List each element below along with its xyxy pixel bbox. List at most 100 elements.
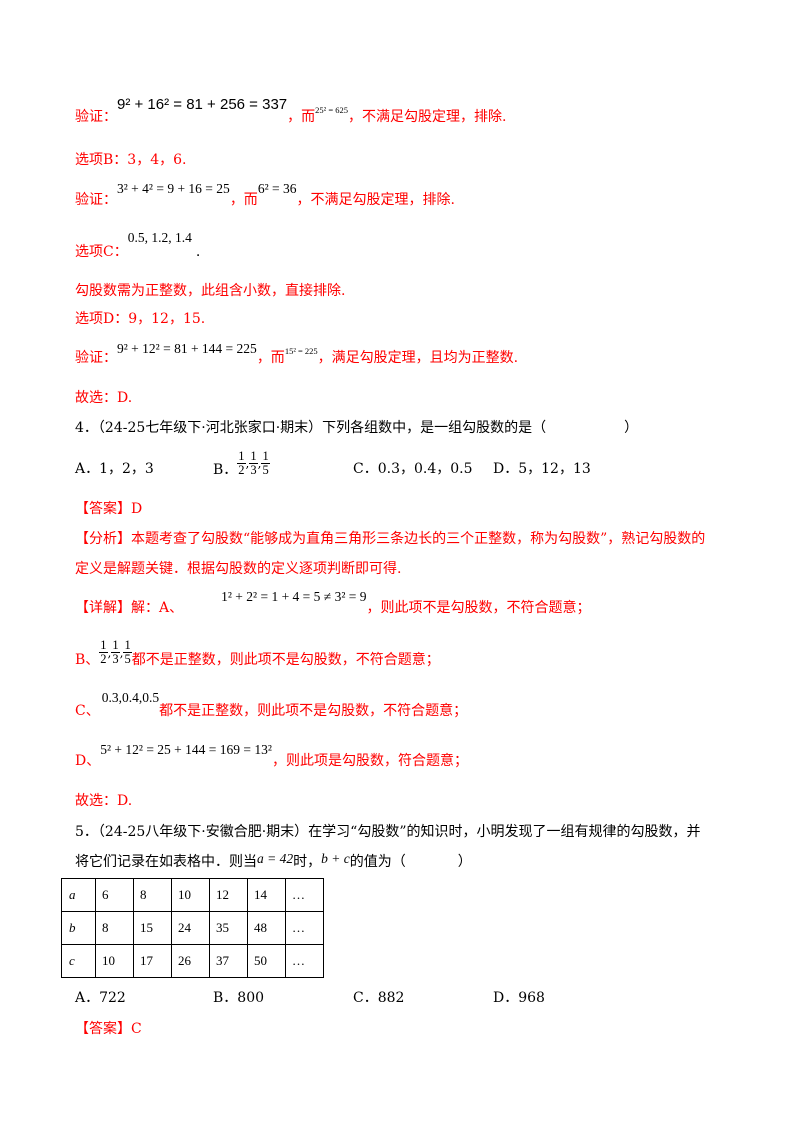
- verify-label: 验证：: [75, 192, 117, 208]
- math-bc: b + c: [321, 851, 350, 866]
- table-cell: 50: [247, 944, 286, 978]
- equation: 1² + 2² = 1 + 4 = 5 ≠ 3² = 9: [221, 589, 367, 604]
- table-cell: 26: [171, 944, 210, 978]
- choose-line: 故选：D.: [75, 793, 133, 809]
- option-b[interactable]: B．800: [213, 990, 265, 1006]
- table-cell: 17: [133, 944, 172, 978]
- option-c-line: 选项C：0.5, 1.2, 1.4.: [75, 230, 201, 261]
- connector: ，而: [229, 192, 258, 208]
- table-cell: 15: [133, 911, 172, 945]
- detail-text: ，则此项是勾股数，符合题意；: [271, 753, 468, 769]
- detail-d-line: D、5² + 12² = 25 + 144 = 169 = 13²，则此项是勾股…: [75, 742, 468, 770]
- conclusion-text: ，不满足勾股定理，排除.: [296, 192, 455, 208]
- choose-line: 故选：D.: [75, 390, 133, 406]
- stem-text: 4．（24-25七年级下·河北张家口·期末）下列各组数中，是一组勾股数的是（: [75, 420, 547, 436]
- math-a: a = 42: [257, 851, 294, 866]
- verify-line-2: 验证：3² + 4² = 9 + 16 = 25，而6² = 36，不满足勾股定…: [75, 181, 455, 209]
- stem-close: ）: [624, 420, 639, 436]
- question-5-stem-1: 5．（24-25八年级下·安徽合肥·期末）在学习“勾股数”的知识时，小明发现了一…: [75, 824, 701, 840]
- table-cell: 24: [171, 911, 210, 945]
- verify-line-1: 验证：9² + 16² = 81 + 256 = 337，而25² = 625，…: [75, 96, 507, 126]
- detail-c-line: C、0.3,0.4,0.5都不是正整数，则此项不是勾股数，不符合题意；: [75, 690, 468, 720]
- stem-text: 将它们记录在如表格中．则当: [75, 854, 257, 870]
- stem-text: 的值为（: [349, 854, 406, 870]
- equation: 5² + 12² = 25 + 144 = 169 = 13²: [100, 742, 272, 757]
- option-a[interactable]: A．722: [75, 990, 126, 1006]
- verify-line-3: 验证：9² + 12² = 81 + 144 = 225，而15² = 225，…: [75, 341, 519, 367]
- equation: 9² + 16² = 81 + 256 = 337: [117, 96, 288, 113]
- detail-text: ，则此项不是勾股数，不符合题意；: [366, 600, 591, 616]
- stem-text: 时，: [293, 854, 322, 870]
- option-values: 0.5, 1.2, 1.4: [127, 230, 192, 245]
- pythagorean-table: a 6 8 10 12 14 … b 8 15 24 35 48 … c 10 …: [61, 878, 324, 978]
- option-a[interactable]: A．1，2，3: [75, 461, 154, 477]
- table-cell: 35: [209, 911, 248, 945]
- decimals: 0.3,0.4,0.5: [101, 690, 160, 705]
- table-cell: …: [285, 878, 324, 912]
- connector: ，而: [256, 350, 285, 366]
- analysis-line-1: 【分析】本题考查了勾股数“能够成为直角三角形三条边长的三个正整数，称为勾股数”，…: [75, 531, 706, 547]
- table-cell: 14: [247, 878, 286, 912]
- small-equation: 25² = 625: [315, 105, 348, 115]
- table-cell: …: [285, 944, 324, 978]
- option-d[interactable]: D．5，12，13: [493, 461, 591, 477]
- option-c[interactable]: C．0.3，0.4，0.5: [353, 461, 473, 477]
- table-cell: 10: [95, 944, 134, 978]
- option-b-line: 选项B：3，4，6.: [75, 152, 187, 168]
- equation-2: 6² = 36: [257, 181, 297, 196]
- option-d-line: 选项D：9，12，15.: [75, 311, 206, 327]
- option-c[interactable]: C．882: [353, 990, 405, 1006]
- option-d[interactable]: D．968: [493, 990, 545, 1006]
- note-line: 勾股数需为正整数，此组含小数，直接排除.: [75, 283, 346, 299]
- table-cell: 8: [95, 911, 134, 945]
- connector: ，而: [287, 109, 316, 125]
- detail-a-line: 【详解】解：A、 1² + 2² = 1 + 4 = 5 ≠ 3² = 9，则此项…: [75, 589, 591, 617]
- question-5-stem-2: 将它们记录在如表格中．则当a = 42时，b + c的值为（ ）: [75, 851, 472, 871]
- verify-label: 验证：: [75, 350, 117, 366]
- table-row: a 6 8 10 12 14 …: [61, 878, 324, 912]
- answer-line: 【答案】C: [75, 1021, 142, 1037]
- row-header: c: [61, 944, 96, 978]
- row-header: a: [61, 878, 96, 912]
- detail-label: 【详解】解：A、: [75, 600, 184, 616]
- small-equation: 15² = 225: [284, 346, 318, 356]
- detail-text: 都不是正整数，则此项不是勾股数，不符合题意；: [131, 651, 440, 668]
- conclusion-text: ，不满足勾股定理，排除.: [347, 109, 507, 125]
- equation: 9² + 12² = 81 + 144 = 225: [117, 341, 257, 356]
- analysis-line-2: 定义是解题关键．根据勾股数的定义逐项判断即可得.: [75, 561, 402, 577]
- stem-close: ）: [457, 854, 472, 870]
- table-cell: 12: [209, 878, 248, 912]
- table-cell: 6: [95, 878, 134, 912]
- detail-label: C、: [75, 703, 100, 719]
- option-b-label: B．: [213, 461, 238, 478]
- table-cell: 8: [133, 878, 172, 912]
- table-cell: 37: [209, 944, 248, 978]
- detail-text: 都不是正整数，则此项不是勾股数，不符合题意；: [159, 703, 468, 719]
- detail-label: D、: [75, 753, 101, 769]
- table-row: b 8 15 24 35 48 …: [61, 911, 324, 945]
- table-cell: 10: [171, 878, 210, 912]
- question-4-stem: 4．（24-25七年级下·河北张家口·期末）下列各组数中，是一组勾股数的是（ ）: [75, 417, 638, 437]
- option-label: 选项C：: [75, 244, 128, 260]
- answer-line: 【答案】D: [75, 501, 143, 517]
- table-row: c 10 17 26 37 50 …: [61, 944, 324, 978]
- table-cell: …: [285, 911, 324, 945]
- table-cell: 48: [247, 911, 286, 945]
- period: .: [195, 244, 201, 260]
- equation: 3² + 4² = 9 + 16 = 25: [117, 181, 230, 196]
- row-header: b: [61, 911, 96, 945]
- verify-label: 验证：: [75, 109, 117, 125]
- detail-label: B、: [75, 651, 100, 668]
- conclusion-text: ，满足勾股定理，且均为正整数.: [317, 350, 519, 366]
- question-5-options: A．722 B．800 C．882 D．968: [75, 987, 715, 1007]
